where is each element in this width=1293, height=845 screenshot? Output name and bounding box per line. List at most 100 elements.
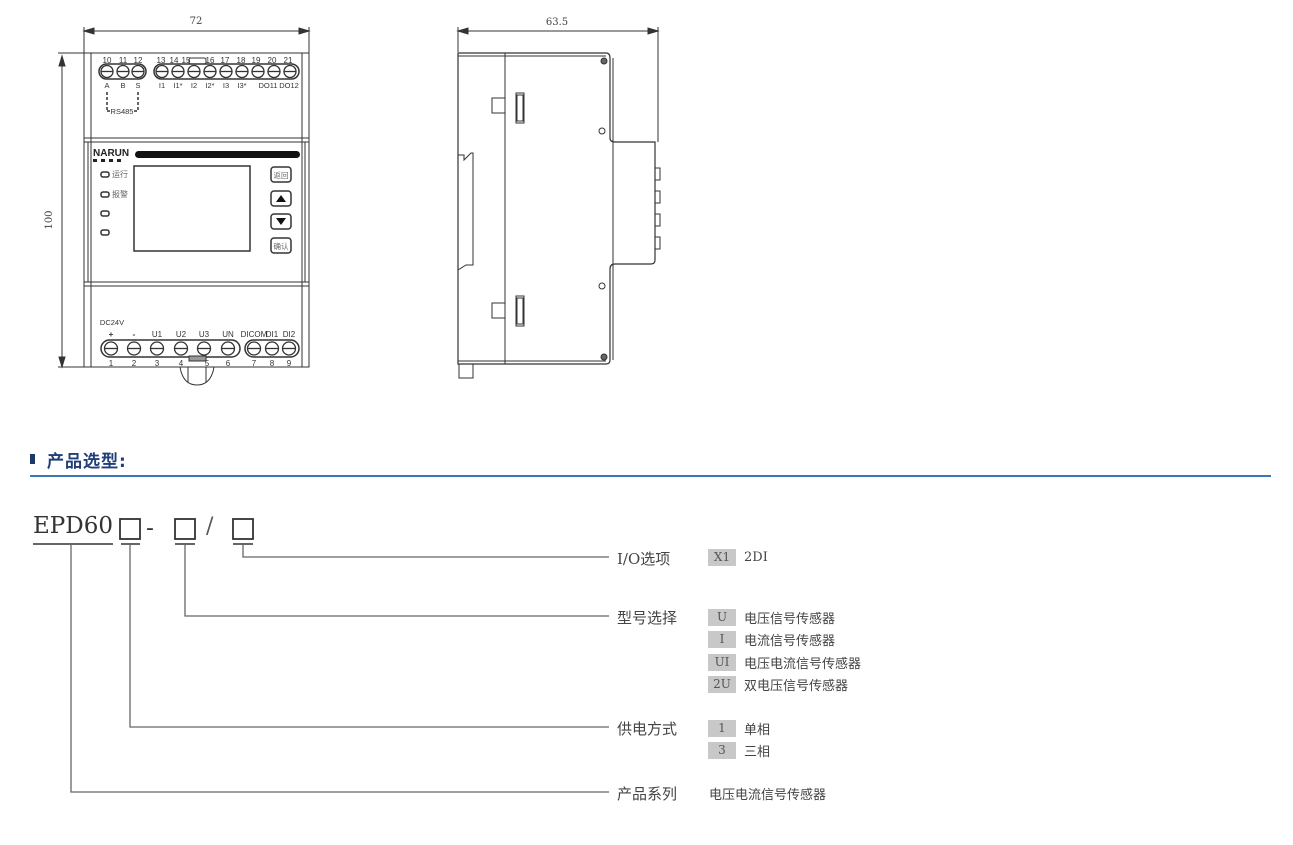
option-code: U: [708, 609, 736, 626]
svg-text:DI2: DI2: [283, 330, 296, 339]
height-dimension: 100: [44, 210, 55, 229]
model-code-prefix: EPD60: [33, 513, 113, 539]
option-desc: 双电压信号传感器: [744, 679, 849, 694]
svg-text:4: 4: [179, 359, 184, 368]
din-clip: [179, 366, 215, 386]
svg-text:10: 10: [103, 56, 112, 65]
svg-text:I3*: I3*: [237, 81, 246, 90]
brand-subtext: [93, 159, 121, 162]
svg-text:I1*: I1*: [173, 81, 182, 90]
svg-text:7: 7: [252, 359, 257, 368]
bottom-terminal-numbers: 1 2 3 4 5 6 7 8 9: [109, 359, 292, 368]
svg-text:18: 18: [237, 56, 246, 65]
group-label-power: 供电方式: [617, 720, 678, 738]
top-terminal-screws: [100, 64, 297, 79]
led-label-run: 运行: [112, 169, 128, 179]
model-slash-separator: /: [206, 514, 214, 539]
svg-text:DO11: DO11: [258, 81, 277, 90]
option-desc: 电压电流信号传感器: [744, 657, 862, 672]
svg-text:9: 9: [287, 359, 292, 368]
section-title: 产品选型:: [47, 451, 127, 472]
svg-text:8: 8: [270, 359, 275, 368]
option-io-x1: X1 2DI: [708, 549, 768, 566]
svg-text:17: 17: [221, 56, 230, 65]
option-type-ui: UI 电压电流信号传感器: [708, 653, 861, 672]
svg-text:2: 2: [132, 359, 137, 368]
svg-text:13: 13: [157, 56, 166, 65]
panel-buttons: [270, 166, 292, 254]
rs485-bracket: [106, 92, 139, 112]
lcd-screen: [133, 165, 251, 252]
technical-drawings: 72 100 10 11 12 13 14 15: [0, 0, 700, 400]
top-terminal-labels: A B S I1 I1* I2 I2* I3 I3* DO11 DO12: [104, 81, 298, 90]
svg-text:5: 5: [205, 359, 210, 368]
svg-text:B: B: [120, 81, 125, 90]
svg-text:DI1: DI1: [266, 330, 279, 339]
front-view: 72 100 10 11 12 13 14 15: [44, 16, 311, 386]
svg-text:+: +: [109, 330, 114, 339]
option-power-3: 3 三相: [708, 741, 770, 760]
group-label-io: I/O选项: [617, 550, 671, 568]
power-label: DC24V: [100, 318, 124, 327]
confirm-button-label: 确认: [274, 241, 289, 251]
group-label-series: 产品系列: [617, 785, 678, 803]
section-bullet-icon: [30, 454, 35, 464]
svg-text:12: 12: [134, 56, 143, 65]
svg-text:14: 14: [170, 56, 179, 65]
svg-text:-: -: [133, 330, 136, 339]
svg-text:I2: I2: [191, 81, 197, 90]
svg-text:1: 1: [109, 359, 114, 368]
rs485-label: RS485: [111, 107, 134, 116]
width-dimension: 72: [190, 16, 203, 27]
option-code: 3: [708, 742, 736, 759]
model-selection-connectors: [33, 518, 609, 793]
option-desc: 2DI: [744, 550, 768, 565]
svg-text:16: 16: [206, 56, 215, 65]
svg-text:U3: U3: [199, 330, 210, 339]
option-code: 2U: [708, 676, 736, 693]
brand-logo: NARUN: [93, 148, 129, 159]
svg-text:3: 3: [155, 359, 160, 368]
svg-text:11: 11: [119, 56, 128, 65]
option-code: UI: [708, 654, 736, 671]
bottom-terminal-screws: [103, 341, 297, 356]
option-type-2u: 2U 双电压信号传感器: [708, 675, 848, 694]
group-label-type: 型号选择: [617, 609, 678, 627]
option-desc: 电压信号传感器: [744, 612, 836, 627]
svg-text:U2: U2: [176, 330, 187, 339]
option-desc: 单相: [744, 723, 771, 738]
svg-text:I3: I3: [223, 81, 229, 90]
svg-text:U1: U1: [152, 330, 163, 339]
model-dash-separator: -: [146, 516, 154, 541]
svg-text:20: 20: [268, 56, 277, 65]
svg-text:I1: I1: [159, 81, 165, 90]
svg-text:A: A: [104, 81, 109, 90]
svg-text:S: S: [135, 81, 140, 90]
option-code: I: [708, 631, 736, 648]
top-terminal-numbers: 10 11 12 13 14 15 16 17 18 19 20 21: [103, 56, 293, 65]
svg-text:21: 21: [284, 56, 293, 65]
bottom-terminal-labels: + - U1 U2 U3 UN DICOM DI1 DI2: [109, 330, 296, 339]
option-power-1: 1 单相: [708, 719, 770, 738]
depth-dimension: 63.5: [546, 17, 568, 28]
svg-text:15: 15: [182, 56, 191, 65]
led-indicators: [100, 171, 110, 236]
section-divider: [30, 475, 1271, 477]
option-type-u: U 电压信号传感器: [708, 608, 835, 627]
side-view: 63.5: [456, 17, 661, 379]
drawing-canvas: 72 100 10 11 12 13 14 15: [44, 16, 661, 386]
svg-text:DO12: DO12: [279, 81, 299, 90]
option-desc: 三相: [744, 745, 771, 760]
led-label-alarm: 报警: [112, 189, 128, 199]
svg-text:I2*: I2*: [205, 81, 214, 90]
series-value: 电压电流信号传感器: [709, 788, 827, 803]
section-header: 产品选型:: [30, 444, 127, 474]
option-type-i: I 电流信号传感器: [708, 630, 835, 649]
svg-text:6: 6: [226, 359, 231, 368]
option-code: X1: [708, 549, 736, 566]
svg-text:19: 19: [252, 56, 261, 65]
back-button-label: 返回: [274, 171, 289, 180]
option-desc: 电流信号传感器: [744, 634, 836, 649]
status-bar: [135, 151, 300, 158]
svg-text:DICOM: DICOM: [241, 330, 268, 339]
